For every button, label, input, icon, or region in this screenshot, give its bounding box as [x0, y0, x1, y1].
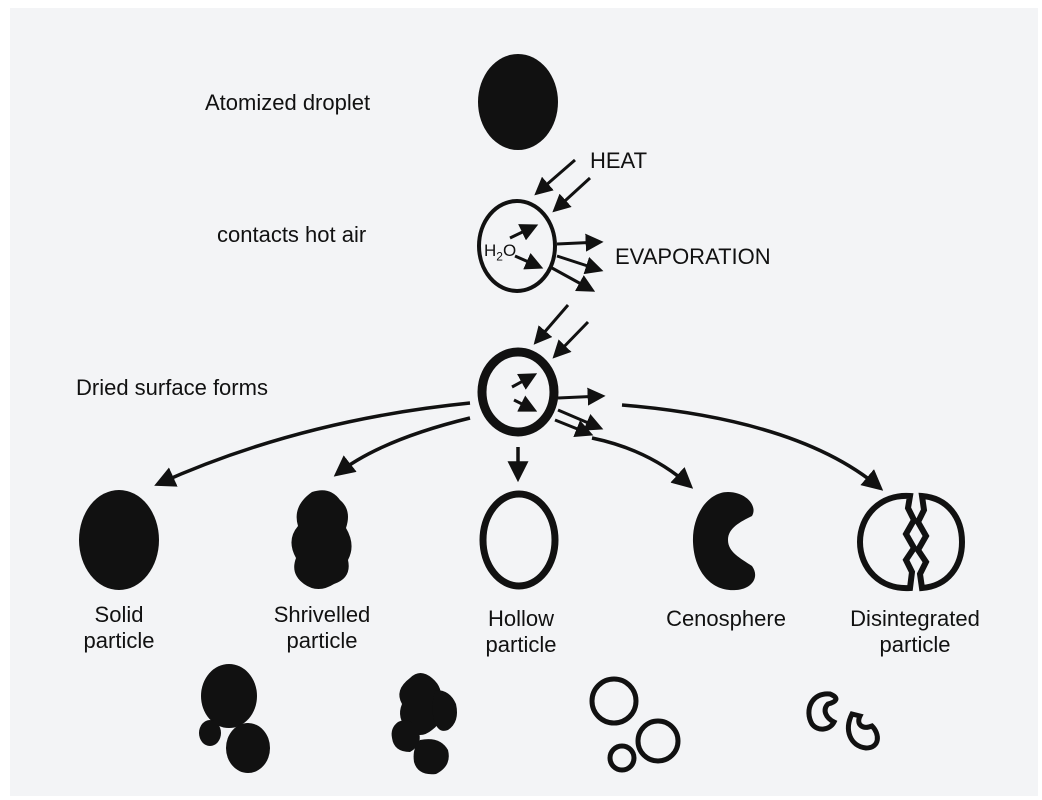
label-heat: HEAT [590, 148, 647, 174]
disintegrated-particle-right [918, 496, 962, 588]
caption-solid-particle: Solid particle [59, 602, 179, 654]
agglomerate-solid [199, 664, 270, 773]
caption-hollow-particle: Hollow particle [456, 606, 586, 658]
caption-line2: particle [59, 628, 179, 654]
label-contacts-hot-air: contacts hot air [217, 222, 366, 248]
evaporation-arrows-lower [555, 396, 602, 434]
caption-line1: Hollow [456, 606, 586, 632]
caption-shrivelled-particle: Shrivelled particle [247, 602, 397, 654]
agglomerate-cenosphere [809, 694, 878, 748]
evaporation-arrows [552, 242, 600, 290]
h2o-o: O [503, 241, 516, 260]
atomized-droplet [478, 54, 558, 150]
heat-arrows [537, 160, 590, 210]
caption-disintegrated-particle: Disintegrated particle [825, 606, 1005, 658]
hollow-particle-shape [483, 494, 555, 586]
caption-line2: particle [456, 632, 586, 658]
heat-arrows-lower [536, 305, 588, 356]
disintegrated-particle-left [860, 496, 914, 588]
cenosphere-shape [693, 492, 755, 590]
shrivelled-particle-shape [291, 490, 351, 589]
caption-cenosphere: Cenosphere [646, 606, 806, 632]
caption-line1: Solid [59, 602, 179, 628]
label-atomized-droplet: Atomized droplet [205, 90, 370, 116]
caption-line1: Disintegrated [825, 606, 1005, 632]
agglomerate-hollow [592, 679, 678, 770]
label-evaporation: EVAPORATION [615, 244, 771, 270]
branch-arrows [158, 403, 880, 488]
caption-line2: particle [247, 628, 397, 654]
h2o-sub: 2 [496, 249, 503, 263]
caption-line1: Cenosphere [646, 606, 806, 632]
agglomerate-shrivelled [392, 673, 457, 774]
caption-line1: Shrivelled [247, 602, 397, 628]
label-h2o: H2O [484, 238, 516, 269]
droplet-dried-surface [482, 352, 554, 432]
inner-arrows-lower [512, 375, 534, 410]
solid-particle-shape [79, 490, 159, 590]
caption-line2: particle [825, 632, 1005, 658]
h2o-h: H [484, 241, 496, 260]
label-dried-surface: Dried surface forms [76, 375, 268, 401]
